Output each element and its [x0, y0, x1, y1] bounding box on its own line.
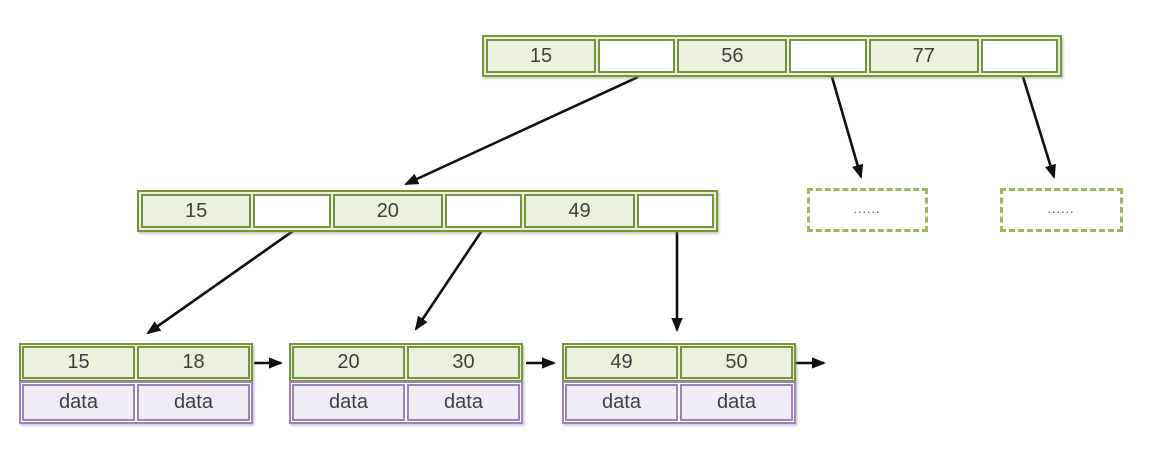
arrow-root-to-internal	[404, 75, 639, 186]
pointer-cell	[444, 194, 523, 228]
root-node: 15 56 77	[482, 35, 1062, 77]
pointer-cell	[636, 194, 715, 228]
pointer-cell	[253, 194, 331, 228]
leaf-node-3: 49 50 data data	[562, 343, 796, 424]
leaf-key-row: 15 18	[19, 343, 253, 382]
overflow-node-2: ......	[1000, 188, 1123, 232]
key-cell: 20	[292, 346, 405, 379]
leaf-key-row: 49 50	[562, 343, 796, 382]
overflow-node-1: ......	[807, 188, 928, 232]
pointer-cell	[980, 39, 1058, 73]
arrow-internal-to-leaf-1	[146, 229, 294, 335]
key-cell: 15	[486, 39, 597, 73]
leaf-node-2: 20 30 data data	[289, 343, 523, 424]
ellipsis-label: ......	[1047, 204, 1075, 215]
leaf-node-1: 15 18 data data	[19, 343, 253, 424]
data-cell: data	[407, 384, 520, 421]
key-cell: 50	[680, 346, 793, 379]
pointer-cell	[789, 39, 867, 73]
arrow-internal-to-leaf-2	[414, 228, 485, 331]
leaf-data-row: data data	[562, 381, 796, 424]
data-cell: data	[292, 384, 405, 421]
key-cell: 15	[141, 194, 252, 228]
key-cell: 49	[565, 346, 678, 379]
leaf-data-row: data data	[19, 381, 253, 424]
ellipsis-label: ......	[853, 204, 881, 215]
key-cell: 49	[524, 194, 635, 228]
arrow-root-to-overflow-1	[830, 76, 864, 180]
data-cell: data	[680, 384, 793, 421]
key-cell: 20	[332, 194, 443, 228]
pointer-cell	[598, 39, 676, 73]
leaf-key-row: 20 30	[289, 343, 523, 382]
internal-node: 15 20 49	[137, 190, 718, 232]
key-cell: 18	[137, 346, 250, 379]
arrow-root-to-overflow-2	[1021, 76, 1056, 180]
key-cell: 77	[868, 39, 979, 73]
data-cell: data	[565, 384, 678, 421]
key-cell: 30	[407, 346, 520, 379]
data-cell: data	[137, 384, 250, 421]
leaf-data-row: data data	[289, 381, 523, 424]
key-cell: 56	[677, 39, 788, 73]
key-cell: 15	[22, 346, 135, 379]
data-cell: data	[22, 384, 135, 421]
